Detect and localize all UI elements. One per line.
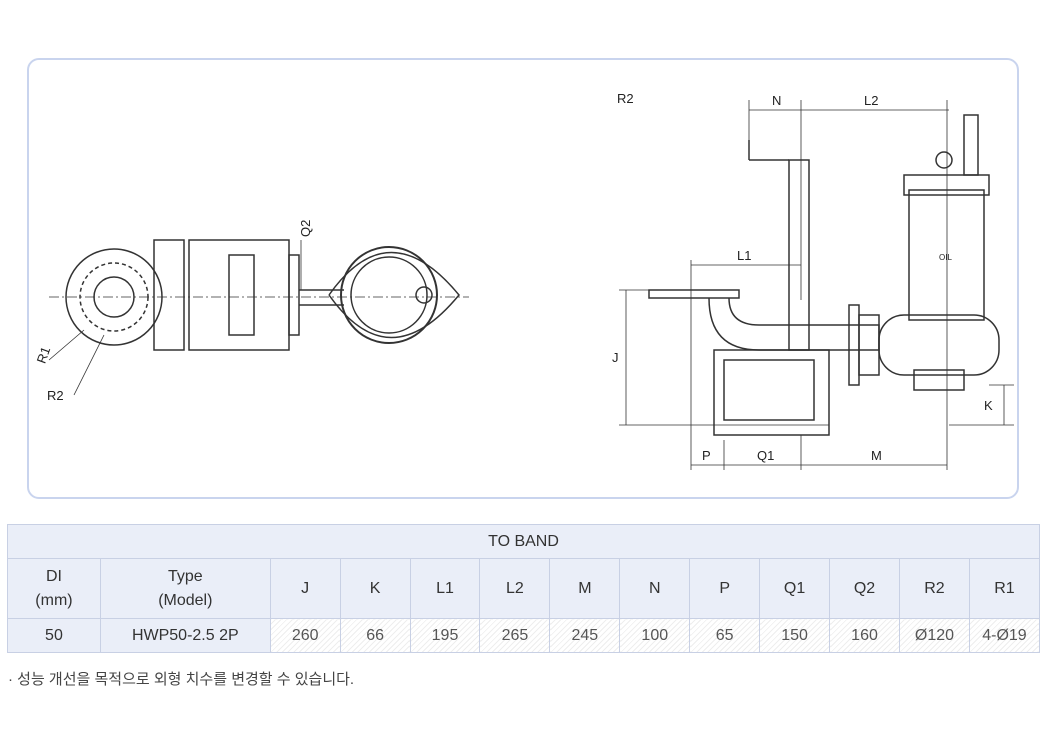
cell-di: 50: [7, 618, 101, 653]
cell-m: 245: [549, 618, 621, 653]
header-r2: R2: [898, 558, 970, 619]
table-row: 50 HWP50-2.5 2P 260 66 195 265 245 100 6…: [7, 618, 1041, 653]
table-title: TO BAND: [7, 524, 1040, 559]
cell-k: 66: [339, 618, 411, 653]
cell-l1: 195: [409, 618, 481, 653]
cell-p: 65: [689, 618, 761, 653]
header-r1: R1: [968, 558, 1041, 619]
oil-label: OIL: [939, 253, 952, 262]
l1-label: L1: [737, 248, 751, 263]
pump-dimension-drawing: R1 R2 Q2 R2 N L2 L1 J K P Q1 M OIL: [34, 91, 1014, 470]
cell-q2: 160: [829, 618, 900, 653]
header-type-line1: Type: [167, 567, 203, 585]
header-k: K: [339, 558, 411, 619]
header-type: Type (Model): [99, 558, 271, 619]
header-q1: Q1: [759, 558, 831, 619]
header-type-line2: (Model): [158, 591, 213, 609]
n-label: N: [772, 93, 781, 108]
cell-n: 100: [619, 618, 691, 653]
header-j: J: [269, 558, 341, 619]
q2-label: Q2: [298, 220, 313, 237]
cell-q1: 150: [759, 618, 831, 653]
header-p: P: [689, 558, 761, 619]
dimension-drawing-panel: R1 R2 Q2 R2 N L2 L1 J K P Q1 M OIL: [27, 58, 1019, 499]
l2-label: L2: [864, 93, 878, 108]
m-label: M: [871, 448, 882, 463]
r1-label: R1: [34, 345, 54, 366]
k-label: K: [984, 398, 993, 413]
header-m: M: [549, 558, 621, 619]
header-di: DI (mm): [7, 558, 101, 619]
header-l1: L1: [409, 558, 481, 619]
header-di-line2: (mm): [35, 591, 73, 609]
header-n: N: [619, 558, 691, 619]
dimension-table: TO BAND DI (mm) Type (Model) J K L1 L2 M N…: [7, 524, 1041, 653]
cell-r1: 4-Ø19: [968, 618, 1041, 653]
p-label: P: [702, 448, 711, 463]
side-view: [648, 114, 1000, 436]
cell-r2: Ø120: [898, 618, 970, 653]
j-label: J: [612, 350, 619, 365]
dimension-lines: [619, 100, 1014, 470]
cell-model: HWP50-2.5 2P: [99, 618, 271, 653]
plan-view: [48, 239, 469, 396]
header-di-line1: DI: [45, 567, 62, 585]
header-q2: Q2: [829, 558, 900, 619]
footnote: · 성능 개선을 목적으로 외형 치수를 변경할 수 있습니다.: [8, 671, 355, 688]
cell-l2: 265: [479, 618, 551, 653]
r2-right-label: R2: [617, 91, 634, 106]
header-l2: L2: [479, 558, 551, 619]
q1-label: Q1: [757, 448, 774, 463]
cell-j: 260: [269, 618, 341, 653]
r2-left-label: R2: [47, 388, 64, 403]
